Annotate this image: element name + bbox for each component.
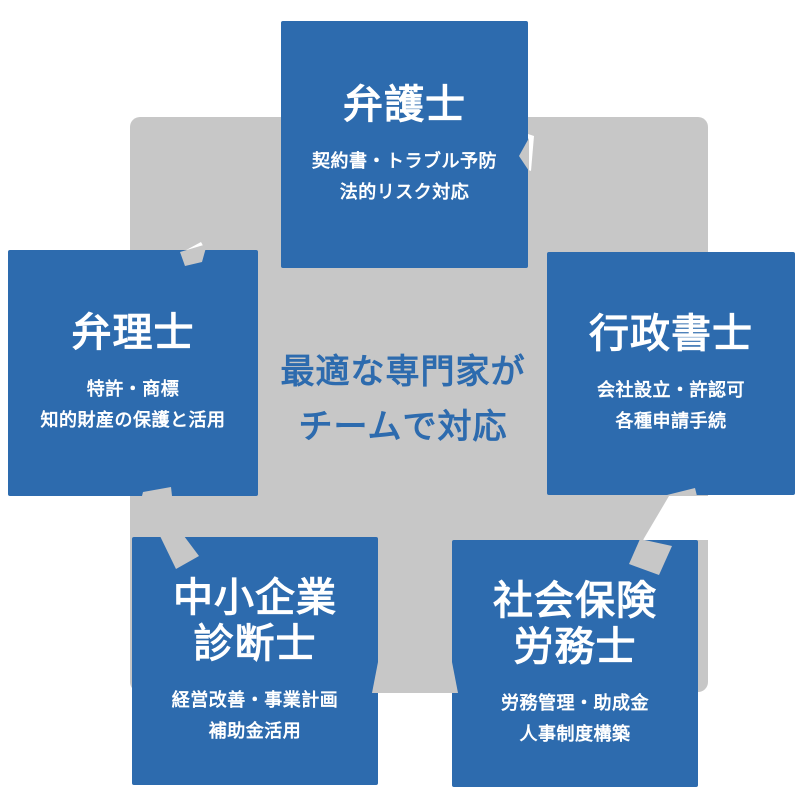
- description-line2: 人事制度構築: [519, 723, 631, 744]
- specialist-description: 契約書・トラブル予防 法的リスク対応: [312, 146, 497, 207]
- specialist-description: 経営改善・事業計画 補助金活用: [172, 685, 339, 746]
- specialist-card-sme-consultant: 中小企業 診断士 経営改善・事業計画 補助金活用: [132, 537, 378, 785]
- description-line2: 知的財産の保護と活用: [40, 410, 226, 430]
- description-line2: 各種申請手続: [615, 410, 727, 431]
- specialist-title: 行政書士: [589, 311, 753, 356]
- description-line1: 労務管理・助成金: [501, 692, 649, 713]
- description-line1: 契約書・トラブル予防: [312, 150, 497, 171]
- center-message: 最適な専門家が チームで対応: [258, 340, 548, 460]
- specialist-title: 弁護士: [343, 82, 466, 127]
- specialist-card-labor-social-insurance: 社会保険 労務士 労務管理・助成金 人事制度構築: [452, 540, 698, 787]
- specialist-card-lawyer: 弁護士 契約書・トラブル予防 法的リスク対応: [281, 21, 528, 268]
- specialist-card-patent-attorney: 弁理士 特許・商標 知的財産の保護と活用: [8, 250, 258, 496]
- description-line2: 補助金活用: [208, 721, 302, 741]
- specialist-title: 中小企業: [173, 576, 337, 621]
- specialist-description: 特許・商標 知的財産の保護と活用: [41, 374, 226, 435]
- specialist-description: 労務管理・助成金 人事制度構築: [501, 688, 649, 749]
- arrow-bottom-elbow-icon: [372, 662, 458, 693]
- specialist-title-line2: 診断士: [193, 622, 317, 667]
- specialist-title: 弁理士: [71, 311, 195, 356]
- specialist-card-administrative-scrivener: 行政書士 会社設立・許認可 各種申請手続: [547, 252, 795, 495]
- specialist-title: 社会保険: [493, 578, 657, 623]
- specialist-title-line2: 労務士: [513, 624, 637, 669]
- specialist-description: 会社設立・許認可 各種申請手続: [597, 375, 745, 436]
- description-line1: 会社設立・許認可: [597, 379, 745, 400]
- description-line1: 特許・商標: [86, 379, 180, 400]
- description-line2: 法的リスク対応: [339, 181, 470, 202]
- arrow-notch-bottom-right: [643, 496, 709, 540]
- center-message-line2: チームで対応: [298, 408, 508, 446]
- description-line1: 経営改善・事業計画: [171, 690, 339, 711]
- center-message-line1: 最適な専門家が: [280, 352, 526, 391]
